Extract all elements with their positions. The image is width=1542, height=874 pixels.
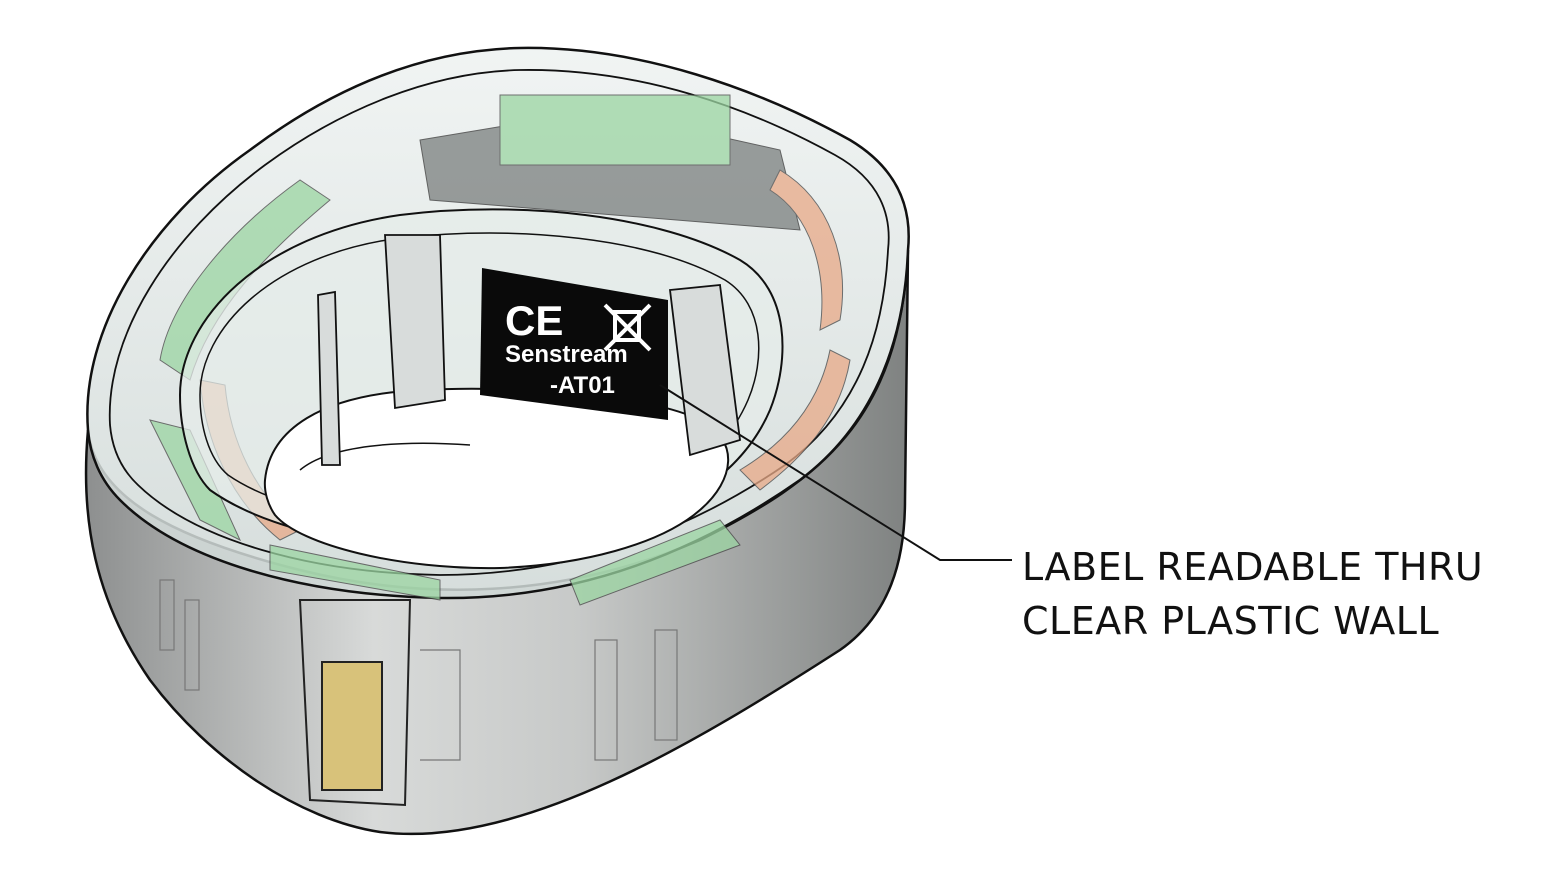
- label-model: -AT01: [550, 372, 615, 399]
- ce-mark: CE: [505, 297, 563, 344]
- label-brand: Senstream: [505, 341, 628, 368]
- weee-crossed-bin-icon: [603, 303, 652, 352]
- device-label: CE Senstream -AT01: [480, 268, 668, 420]
- inner-pillars: [317, 234, 741, 466]
- leader-line: [659, 384, 1012, 561]
- callout-line-2: CLEAR PLASTIC WALL: [1022, 599, 1440, 643]
- callout-note: LABEL READABLE THRU CLEAR PLASTIC WALL: [1022, 540, 1483, 648]
- callout-line-1: LABEL READABLE THRU: [1022, 545, 1484, 589]
- charging-contact: [321, 661, 383, 791]
- hidden-lines: [159, 579, 678, 761]
